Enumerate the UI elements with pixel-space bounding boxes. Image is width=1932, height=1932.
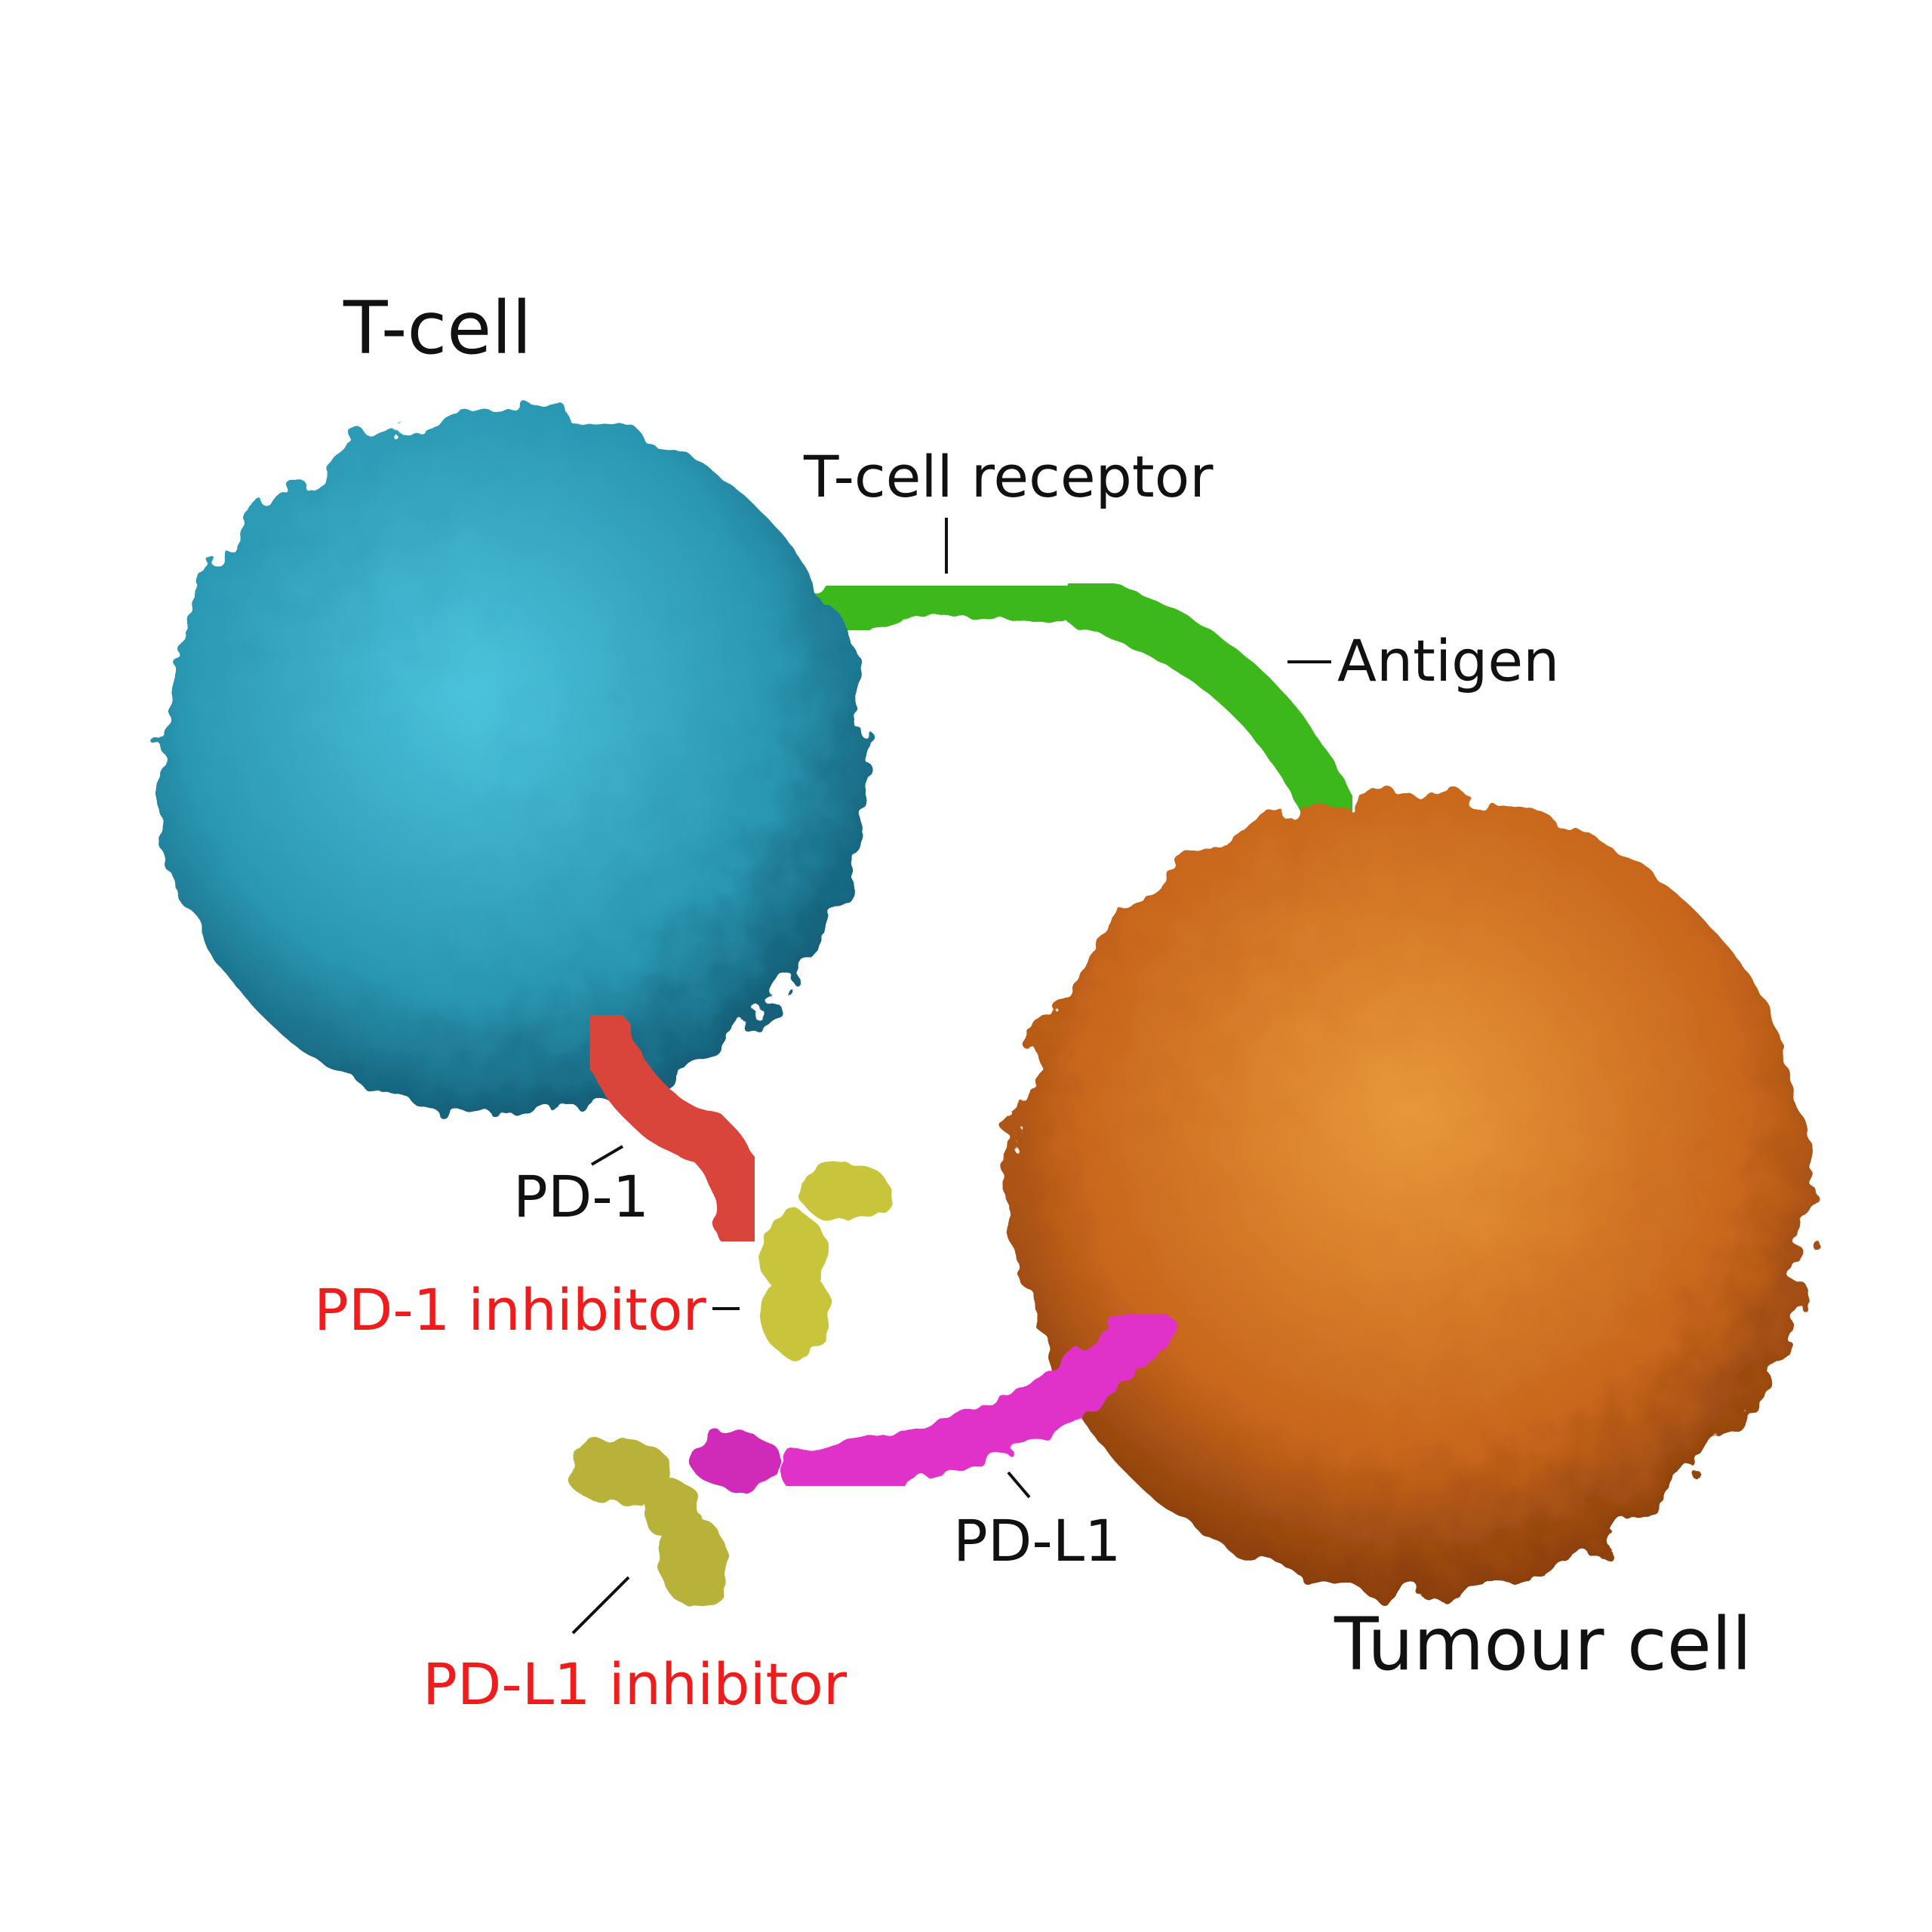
pdl1-inhibitor-antibody xyxy=(566,1438,728,1607)
pd1-inhibitor-label: PD-1 inhibitor xyxy=(314,1276,707,1343)
t-cell-label: T-cell xyxy=(343,286,532,371)
leader-lines xyxy=(571,518,1331,1635)
antigen-label: Antigen xyxy=(1337,627,1559,694)
tumour-cell-label: Tumour cell xyxy=(1334,1602,1752,1687)
pdl1-label: PD-L1 xyxy=(953,1507,1121,1574)
pd1-receptor xyxy=(577,1008,768,1249)
pd1-label: PD-1 xyxy=(513,1163,649,1230)
t-cell-receptor-label: T-cell receptor xyxy=(803,443,1214,510)
pdl1-head xyxy=(691,1432,781,1489)
pdl1-ligand xyxy=(781,1302,1174,1498)
tumour-cell xyxy=(1011,792,1811,1592)
antigen xyxy=(1060,577,1355,834)
pdl1-inhibitor-label: PD-L1 inhibitor xyxy=(423,1651,848,1718)
t-cell xyxy=(157,409,866,1118)
pd1-inhibitor-antibody xyxy=(758,1162,891,1358)
